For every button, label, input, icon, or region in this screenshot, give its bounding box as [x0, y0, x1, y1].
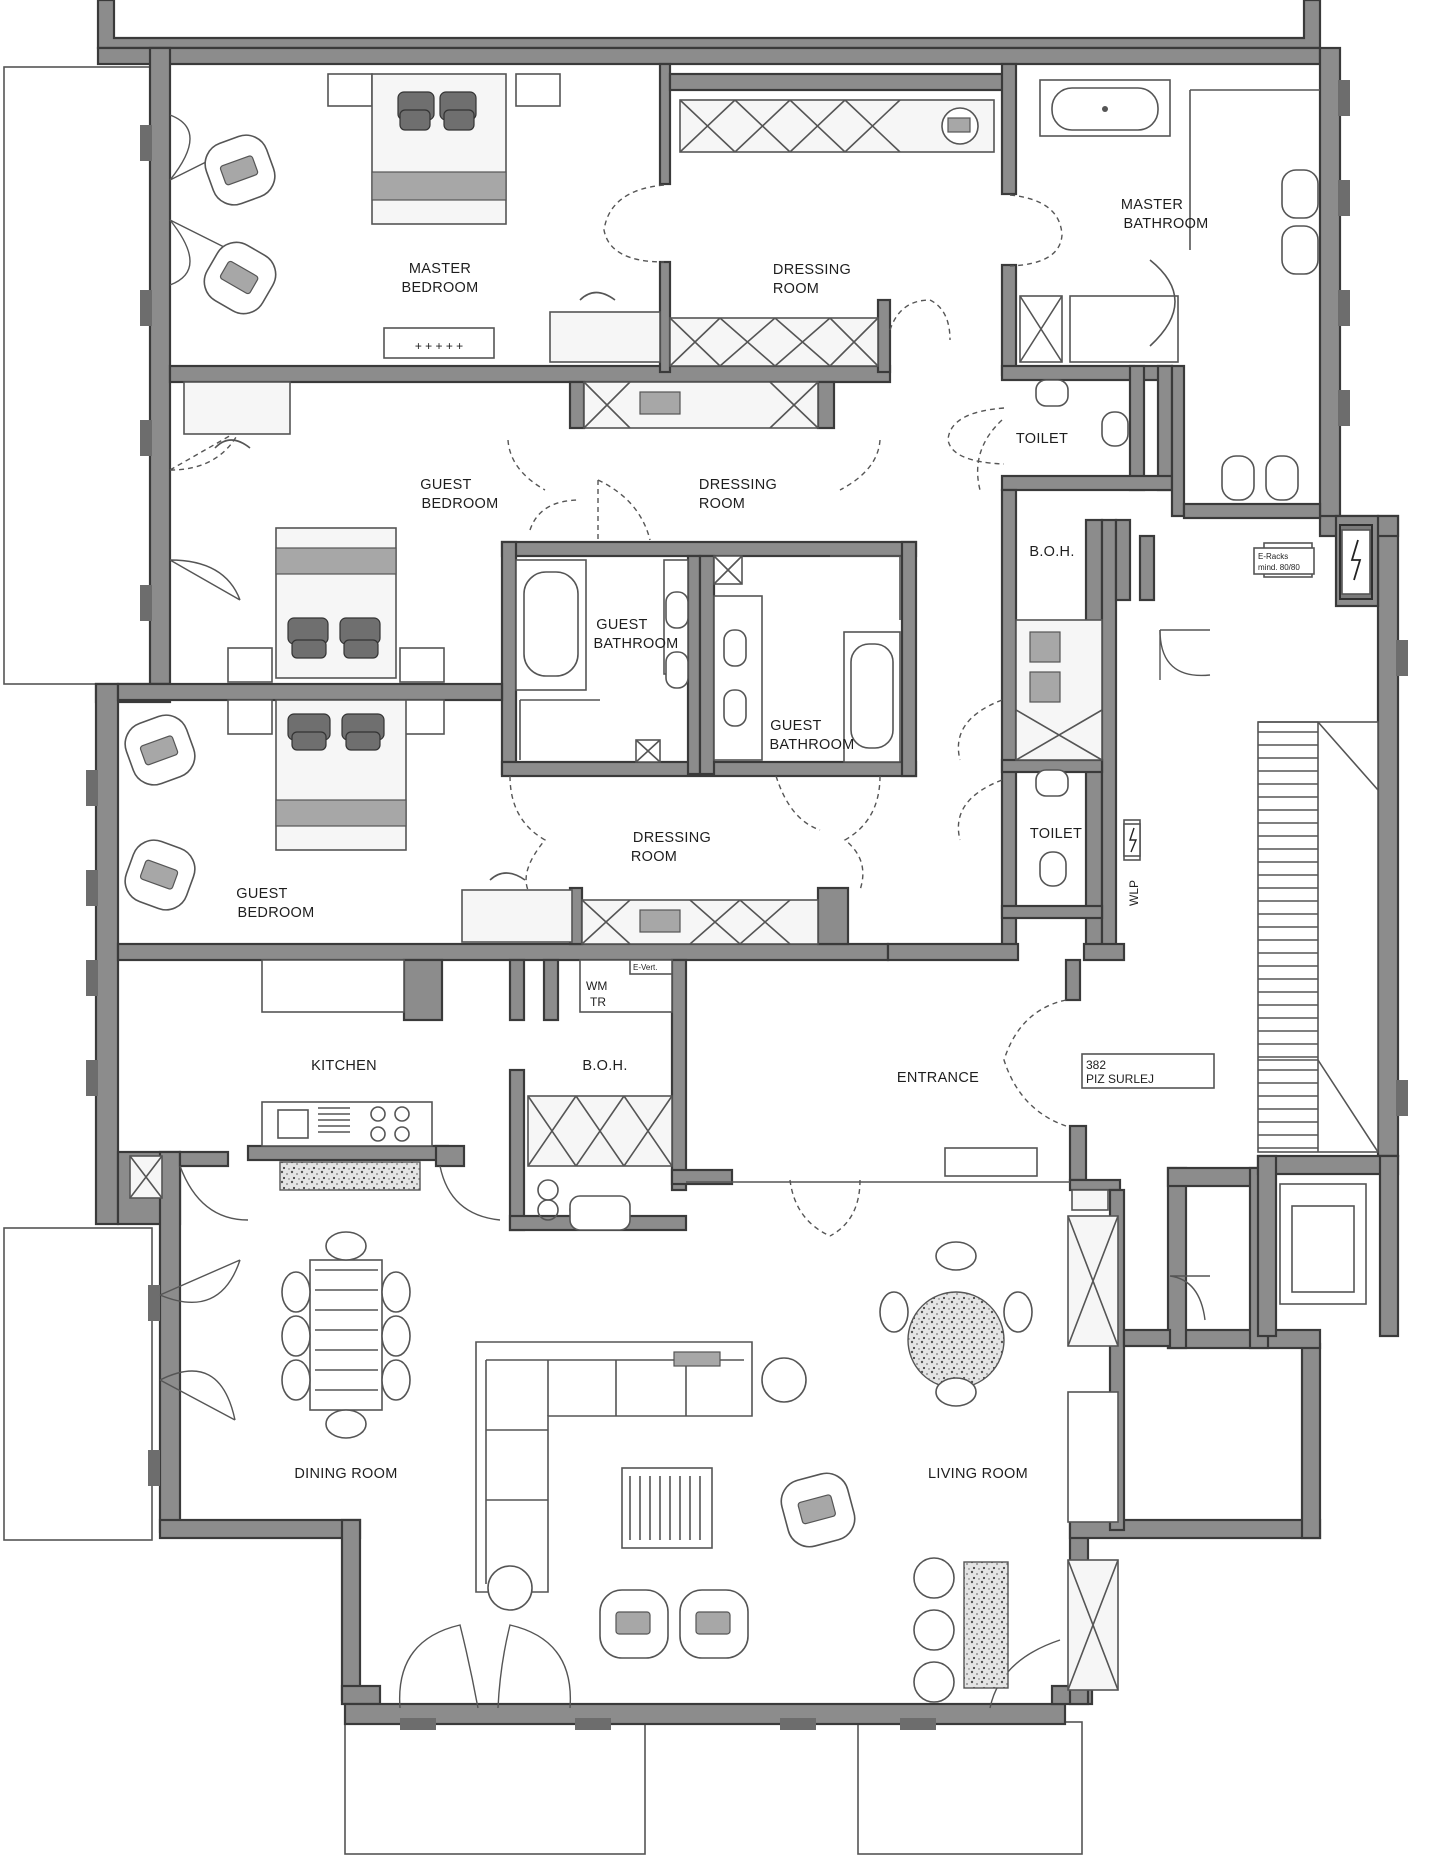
- tag-wlp: WLP: [1127, 880, 1141, 906]
- balcony-south-left: [344, 1721, 646, 1855]
- electrical-icons: [1123, 529, 1371, 857]
- interior-walls: [116, 62, 1322, 1532]
- kitchen-furniture: [261, 959, 673, 1231]
- label-toilet-mid: TOILET: [1030, 826, 1082, 842]
- master-bedroom-furniture: + + + + +: [203, 73, 661, 363]
- label-guest-bedroom-top-1: GUEST: [420, 477, 471, 493]
- label-guest-bath-right-1: GUEST: [770, 718, 821, 734]
- panel-icon: [1341, 529, 1371, 595]
- label-guest-bath-left-1: GUEST: [596, 617, 647, 633]
- label-master-bedroom-2: BEDROOM: [401, 280, 478, 296]
- label-master-bedroom-1: MASTER: [409, 261, 471, 277]
- label-dressing-top-2: ROOM: [773, 281, 819, 297]
- tag-tr: TR: [590, 995, 606, 1009]
- dining-furniture: [281, 1231, 411, 1439]
- label-guest-bath-right-2: BATHROOM: [769, 737, 854, 753]
- label-master-bath-2: BATHROOM: [1123, 216, 1208, 232]
- wardrobes: [581, 99, 1103, 945]
- guest-bedroom-top-furniture: [183, 381, 445, 683]
- tag-unit-number: 382: [1086, 1058, 1106, 1072]
- window-markers: [86, 80, 1408, 1730]
- label-living-room: LIVING ROOM: [928, 1466, 1028, 1482]
- master-bathroom-fixtures: [1019, 79, 1320, 501]
- guest-bedroom-low-furniture: [124, 699, 573, 943]
- living-furniture: [475, 1147, 1119, 1703]
- guest-bathroom-fixtures: [515, 555, 901, 763]
- balcony-south-right: [857, 1721, 1083, 1855]
- staircase: [1257, 721, 1379, 1305]
- lightning-icon-2: [1129, 827, 1138, 853]
- tag-unit-name: PIZ SURLEJ: [1086, 1072, 1154, 1086]
- label-dressing-low-1: DRESSING: [633, 830, 711, 846]
- lightning-icon: [1350, 539, 1362, 581]
- label-guest-bedroom-top-2: BEDROOM: [421, 496, 498, 512]
- tag-e-vert: E-Vert.: [633, 963, 657, 972]
- label-dining-room: DINING ROOM: [294, 1466, 397, 1482]
- doors: [159, 114, 1211, 1709]
- label-guest-bedroom-low-2: BEDROOM: [237, 905, 314, 921]
- label-master-bath-1: MASTER: [1121, 197, 1183, 213]
- balcony-west-bottom: [3, 1227, 153, 1541]
- room-labels: MASTER BEDROOM DRESSING ROOM MASTER BATH…: [236, 197, 1208, 1482]
- label-toilet-top: TOILET: [1016, 431, 1068, 447]
- label-guest-bedroom-low-1: GUEST: [236, 886, 287, 902]
- label-dressing-low-2: ROOM: [631, 849, 677, 865]
- label-boh-kitchen: B.O.H.: [582, 1058, 627, 1074]
- label-dressing-top-1: DRESSING: [773, 262, 851, 278]
- label-kitchen: KITCHEN: [311, 1058, 377, 1074]
- tag-wm: WM: [586, 979, 607, 993]
- toilet-fixtures: [1035, 379, 1129, 887]
- label-guest-bath-left-2: BATHROOM: [593, 636, 678, 652]
- svg-text:+ + + + +: + + + + +: [415, 339, 463, 353]
- tag-e-racks-2: mind. 80/80: [1258, 563, 1300, 572]
- label-dressing-mid-1: DRESSING: [699, 477, 777, 493]
- exterior-walls: [94, 0, 1400, 1726]
- label-entrance: ENTRANCE: [897, 1070, 979, 1086]
- label-boh-top: B.O.H.: [1029, 544, 1074, 560]
- tags: E-Racks mind. 80/80 WLP E-Vert. WM TR 38…: [586, 547, 1315, 1089]
- label-dressing-mid-2: ROOM: [699, 496, 745, 512]
- tag-e-racks-1: E-Racks: [1258, 552, 1288, 561]
- balcony-west-top: [3, 66, 151, 685]
